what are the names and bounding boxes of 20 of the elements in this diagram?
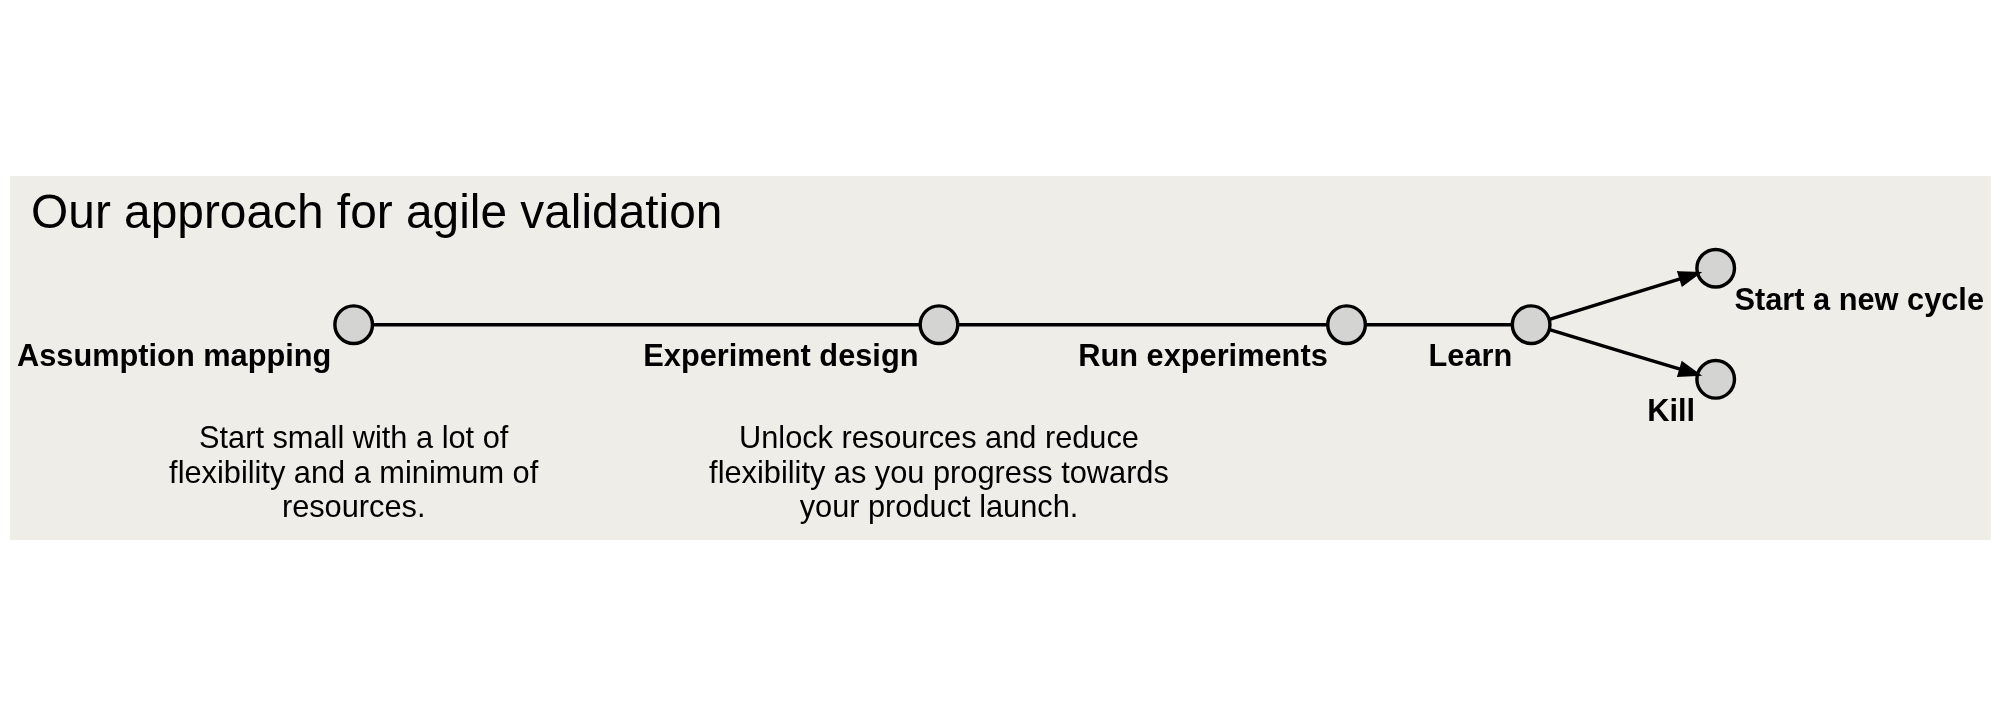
connector: [957, 322, 1328, 326]
node-circle: [332, 303, 374, 345]
node-label: Assumption mapping: [16, 337, 331, 373]
node-circle: [1694, 247, 1736, 289]
arrow: [1548, 270, 1702, 321]
node-circle: [1694, 358, 1736, 400]
node-circle: [917, 303, 959, 345]
connector: [1365, 322, 1512, 326]
node-label: Run experiments: [1077, 337, 1328, 373]
node-label: Start a new cycle: [1733, 281, 1984, 317]
node-label: Learn: [1428, 337, 1512, 373]
node-circle: [1325, 303, 1367, 345]
diagram-title: Our approach for agile validation: [30, 184, 722, 238]
label: Start small with a lot of flexibility and a minimum of resources.: [168, 419, 538, 524]
node-circle: [1510, 303, 1552, 345]
node-label: Kill: [1646, 392, 1695, 428]
arrow: [1548, 327, 1702, 377]
label: Unlock resources and reduce flexibility as you progress towards your product launch.: [708, 419, 1169, 524]
connector: [372, 322, 920, 326]
node-label: Experiment design: [642, 337, 918, 373]
